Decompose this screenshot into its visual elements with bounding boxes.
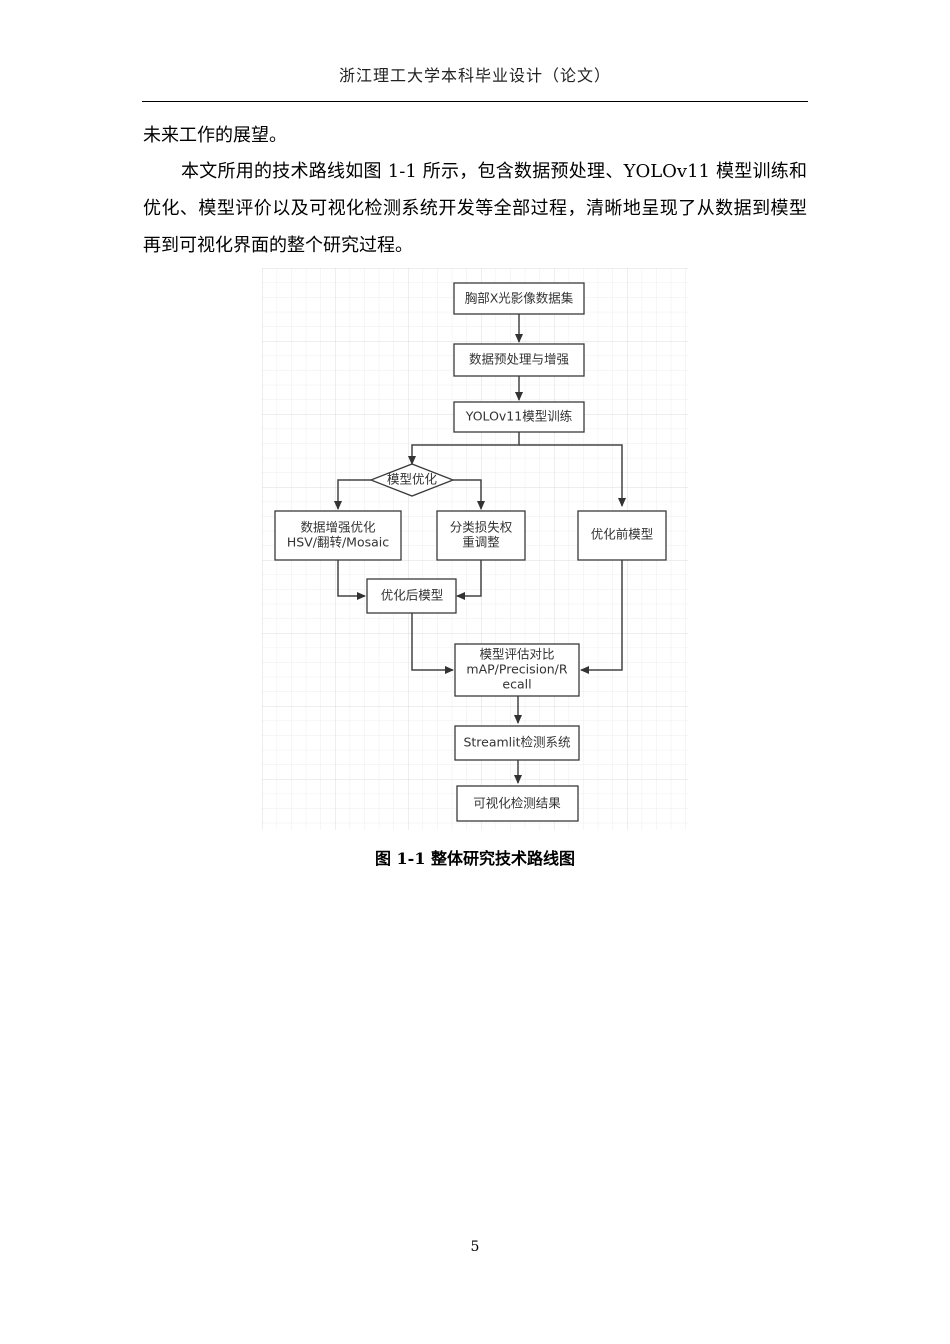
paragraph-1: 未来工作的展望。	[143, 125, 287, 146]
page-number: 5	[470, 1239, 480, 1255]
edge-train-before	[519, 444, 626, 507]
edge-loss-after	[456, 560, 482, 600]
node-augmentation-line2: HSV/翻转/Mosaic	[287, 535, 389, 550]
node-eval-line2: mAP/Precision/R	[466, 662, 567, 677]
flowchart-figure: 胸部X光影像数据集 数据预处理与增强 YOLOv11模型训练 模型优化 数据增强…	[262, 268, 688, 834]
node-optimize-diamond	[369, 463, 455, 497]
node-evaluation	[454, 643, 580, 697]
node-result-label: 可视化检测结果	[473, 796, 561, 811]
edge-train-optimize	[408, 432, 520, 465]
edge-optimize-loss	[453, 479, 485, 510]
node-visual-result	[456, 785, 579, 822]
header-rule	[142, 101, 808, 102]
node-before-model	[577, 510, 667, 561]
node-augmentation-line1: 数据增强优化	[300, 520, 376, 535]
paragraph-2: 本文所用的技术路线如图 1-1 所示，包含数据预处理、YOLOv11 模型训练和…	[143, 161, 807, 256]
node-train	[453, 401, 585, 433]
node-eval-line1: 模型评估对比	[479, 647, 554, 662]
edge-before-eval	[580, 560, 623, 674]
node-loss-line1: 分类损失权	[450, 520, 513, 535]
node-eval-line3: ecall	[502, 677, 531, 692]
page-header: 浙江理工大学本科毕业设计（论文）	[338, 66, 611, 85]
node-preprocess	[453, 343, 585, 377]
node-optimize-label: 模型优化	[387, 472, 438, 487]
edge-aug-after	[337, 560, 366, 600]
flowchart-svg: 胸部X光影像数据集 数据预处理与增强 YOLOv11模型训练 模型优化 数据增强…	[262, 268, 688, 830]
node-train-label: YOLOv11模型训练	[465, 409, 573, 424]
node-dataset	[453, 282, 585, 315]
node-before-label: 优化前模型	[591, 527, 654, 542]
node-streamlit-system	[454, 725, 580, 761]
edge-optimize-aug	[334, 479, 371, 510]
node-preprocess-label: 数据预处理与增强	[469, 352, 570, 367]
node-dataset-label: 胸部X光影像数据集	[465, 291, 574, 306]
edge-after-eval	[411, 613, 454, 674]
node-after-label: 优化后模型	[381, 588, 444, 603]
node-loss-reweight	[436, 510, 526, 561]
node-after-model	[366, 578, 457, 614]
figure-caption: 图 1-1 整体研究技术路线图	[374, 849, 576, 868]
node-system-label: Streamlit检测系统	[463, 735, 570, 750]
node-loss-line2: 重调整	[462, 535, 500, 550]
node-augmentation	[274, 510, 402, 561]
